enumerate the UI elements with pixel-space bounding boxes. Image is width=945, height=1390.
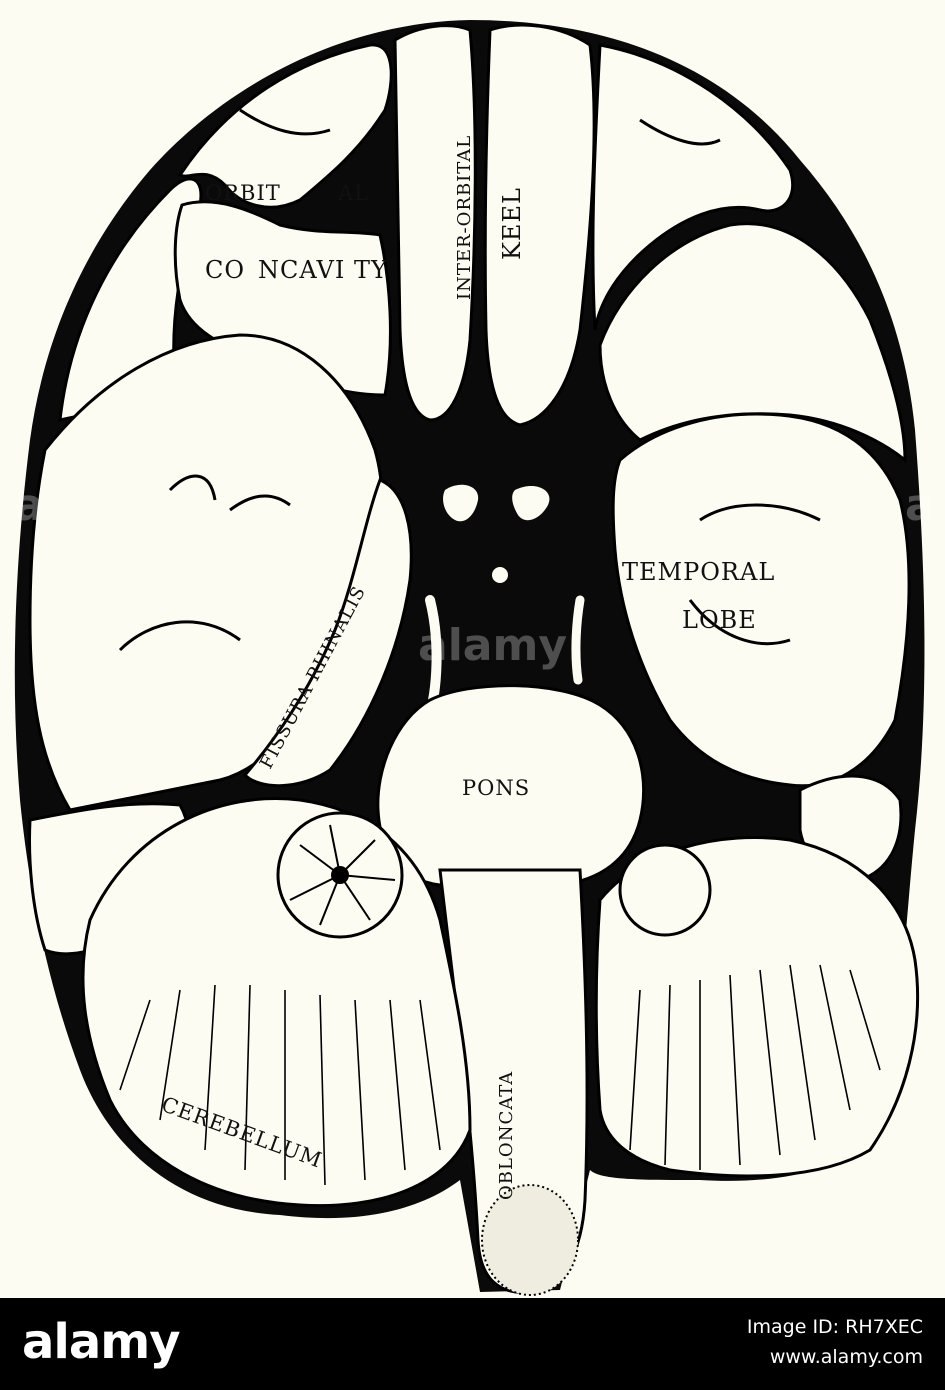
label-orbital-part1: ORBIT — [205, 181, 281, 205]
frontal-gyrus-right-upper — [591, 43, 795, 331]
flocculus-right — [618, 843, 712, 937]
sulci — [118, 108, 821, 652]
stock-footer-bar: alamy Image ID: RH7XEC www.alamy.com — [0, 1298, 945, 1390]
image-id-block: Image ID: RH7XEC www.alamy.com — [747, 1312, 923, 1372]
label-concavity-part2: NCAVI — [258, 256, 345, 284]
label-pons: PONS — [462, 776, 530, 800]
optic-chiasm-right — [512, 485, 550, 521]
cerebellar-folia — [119, 964, 881, 1186]
inter-orbital-gyrus-left — [393, 24, 477, 422]
label-concavity-part3: TY — [354, 256, 388, 284]
brain-illustration: ORBIT AL CO NCAVI TY INTER-ORBITAL KEEL … — [14, 20, 935, 1296]
temporal-lobe-right — [611, 412, 911, 788]
rhinal-gyrus — [242, 478, 413, 788]
label-inter-orbital: INTER-ORBITAL — [454, 135, 475, 300]
hypophysis-dot — [492, 567, 508, 583]
medulla-cut-end — [481, 1184, 579, 1296]
pons — [376, 684, 646, 887]
keel-gyrus — [483, 23, 596, 427]
image-id-text: Image ID: RH7XEC — [746, 1316, 923, 1338]
label-temporal: TEMPORAL — [622, 558, 775, 586]
site-url-link[interactable]: www.alamy.com — [769, 1346, 923, 1368]
frontal-gyrus-right-lower — [598, 222, 907, 464]
label-oblongata: OBLONCATA — [496, 1071, 517, 1200]
label-orbital-part2: AL — [337, 181, 369, 205]
watermark-center: alamy — [418, 620, 567, 671]
flocculus-center — [331, 866, 349, 884]
brain-diagram: ORBIT AL CO NCAVI TY INTER-ORBITAL KEEL … — [0, 0, 945, 1298]
alamy-logo[interactable]: alamy — [22, 1314, 181, 1370]
flocculus-folia — [289, 824, 396, 926]
watermark-left: a — [14, 480, 44, 531]
label-lobe: LOBE — [682, 606, 757, 634]
optic-chiasm-left — [443, 484, 479, 522]
watermark-right: a — [905, 480, 935, 531]
label-keel: KEEL — [498, 187, 526, 260]
label-concavity-part1: CO — [205, 256, 245, 284]
oculomotor-nerve-right — [571, 595, 585, 685]
orbital-gyrus-left — [177, 43, 393, 209]
